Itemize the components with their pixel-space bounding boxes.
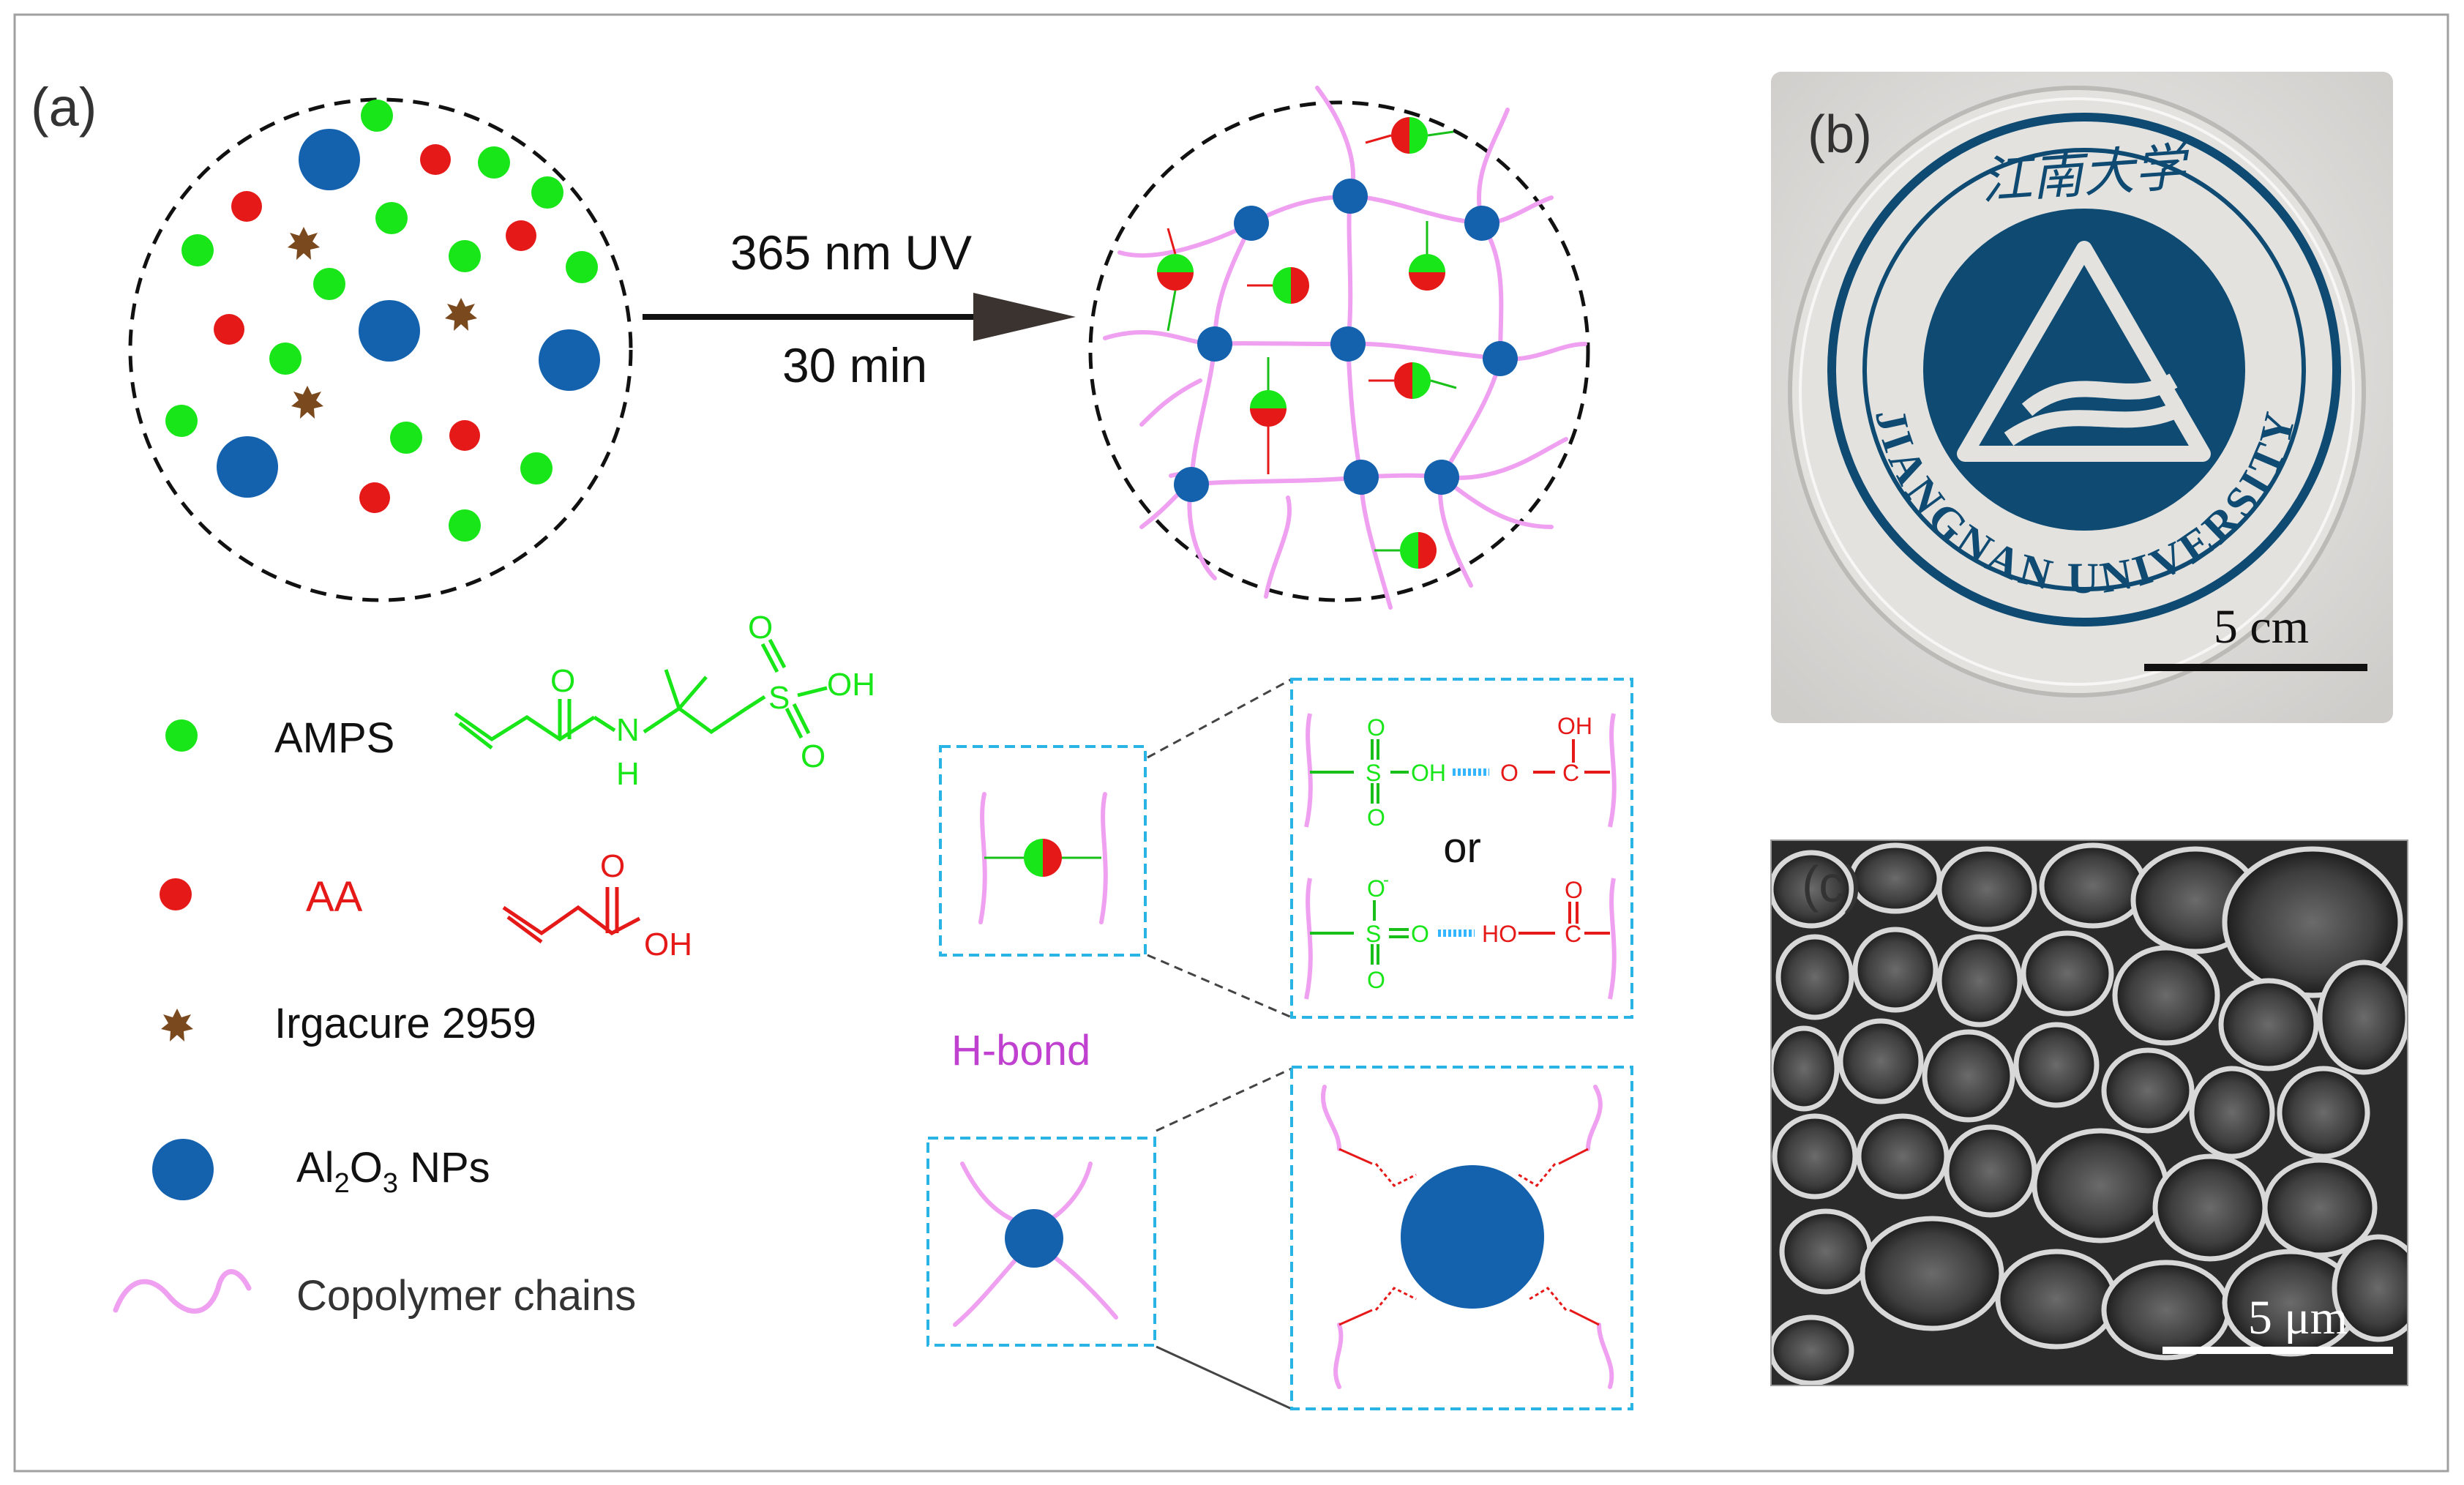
svg-text:N: N — [616, 712, 640, 748]
svg-text:O: O — [1367, 875, 1385, 902]
al2o3-dots — [217, 129, 600, 498]
coordination-schematic — [926, 1066, 1633, 1410]
panel-b-label: (b) — [1808, 105, 1872, 164]
svg-text:O: O — [1367, 967, 1385, 993]
svg-text:C: C — [1565, 921, 1581, 947]
seal-emblem — [1957, 241, 2211, 462]
sem-pores — [1771, 842, 2408, 1385]
svg-text:S: S — [768, 680, 790, 716]
film-disc-highlight — [1799, 97, 2355, 686]
legend-irgacure-marker — [161, 1009, 193, 1041]
panel-c-scale-text: 5 μm — [2248, 1291, 2348, 1344]
hbond-label: H-bond — [951, 1027, 1090, 1074]
legend-amps-label: AMPS — [274, 714, 394, 762]
amps-dots — [165, 100, 598, 542]
amps-structure — [454, 638, 828, 749]
or-label: or — [1443, 824, 1481, 872]
svg-text:C: C — [1562, 760, 1579, 786]
svg-text:O: O — [1565, 877, 1583, 903]
hbond-detail-box — [1290, 678, 1633, 1019]
svg-text:OH: OH — [644, 927, 692, 962]
aa-structure-atoms: O OH — [600, 848, 692, 962]
svg-text:OH: OH — [827, 667, 875, 703]
svg-text:O: O — [1411, 921, 1429, 947]
svg-text:O: O — [550, 663, 575, 699]
panel-b: 江南大学 JIANGNAN UNIVERSITY (b) 5 cm — [1771, 72, 2393, 723]
irgacure-stars — [288, 227, 477, 419]
panel-c-label: (c) — [1802, 856, 1862, 913]
hydrogel-network-circle — [1088, 100, 1590, 602]
legend-chain-marker — [113, 1269, 252, 1314]
arrow-condition-uv: 365 nm UV — [730, 225, 972, 280]
seal-outer-ring — [1827, 113, 2341, 626]
figure-frame — [13, 13, 2449, 1473]
aa-dots — [214, 144, 536, 513]
legend-al2o3-label: Al2O3 NPs — [296, 1144, 490, 1199]
svg-text:OH: OH — [1411, 760, 1446, 786]
svg-text:S: S — [1366, 760, 1381, 786]
arrow-condition-time: 30 min — [782, 338, 927, 392]
aa-structure — [502, 887, 641, 944]
legend-aa-marker — [160, 878, 192, 910]
svg-text:O: O — [1500, 760, 1519, 786]
coordination-detail-box — [1290, 1066, 1633, 1410]
legend-chain-label: Copolymer chains — [296, 1272, 636, 1320]
hbond-pairs — [1157, 117, 1457, 569]
panel-a: (a) 365 nm UV 30 min — [31, 77, 1633, 1410]
svg-text:O: O — [748, 610, 773, 646]
hbond-schematic: O S O OH O C OH or — [939, 678, 1633, 1074]
legend: AMPS AA Irgacure 2959 Al2O3 NPs Copolyme… — [113, 714, 636, 1320]
legend-al2o3-marker — [152, 1139, 214, 1200]
hbond-small-box — [939, 745, 1147, 957]
legend-aa-label: AA — [306, 873, 363, 921]
svg-text:O: O — [1367, 714, 1385, 741]
svg-text:O: O — [1367, 804, 1385, 831]
coordination-small-box — [926, 1137, 1156, 1347]
svg-text:O: O — [801, 738, 825, 774]
monomer-solution-circle — [128, 97, 633, 602]
panel-a-label: (a) — [31, 77, 97, 138]
panel-c: (c) 5 μm — [1771, 840, 2408, 1385]
svg-text:H: H — [616, 756, 640, 792]
svg-text:O: O — [600, 848, 625, 884]
svg-text:OH: OH — [1557, 713, 1592, 739]
panel-c-border — [1770, 839, 2408, 1386]
panel-b-scale-text: 5 cm — [2214, 600, 2309, 654]
svg-text:HO: HO — [1482, 921, 1517, 947]
reaction-arrow-head — [973, 293, 1076, 341]
legend-irgacure-label: Irgacure 2959 — [274, 1000, 536, 1047]
svg-text:S: S — [1366, 921, 1381, 947]
svg-text:-: - — [1383, 870, 1389, 890]
crosslink-nps — [1174, 179, 1518, 502]
seal-inner-ring — [1862, 148, 2306, 591]
legend-amps-marker — [165, 719, 198, 752]
amps-structure-atoms: O N H S O OH O — [550, 610, 875, 792]
